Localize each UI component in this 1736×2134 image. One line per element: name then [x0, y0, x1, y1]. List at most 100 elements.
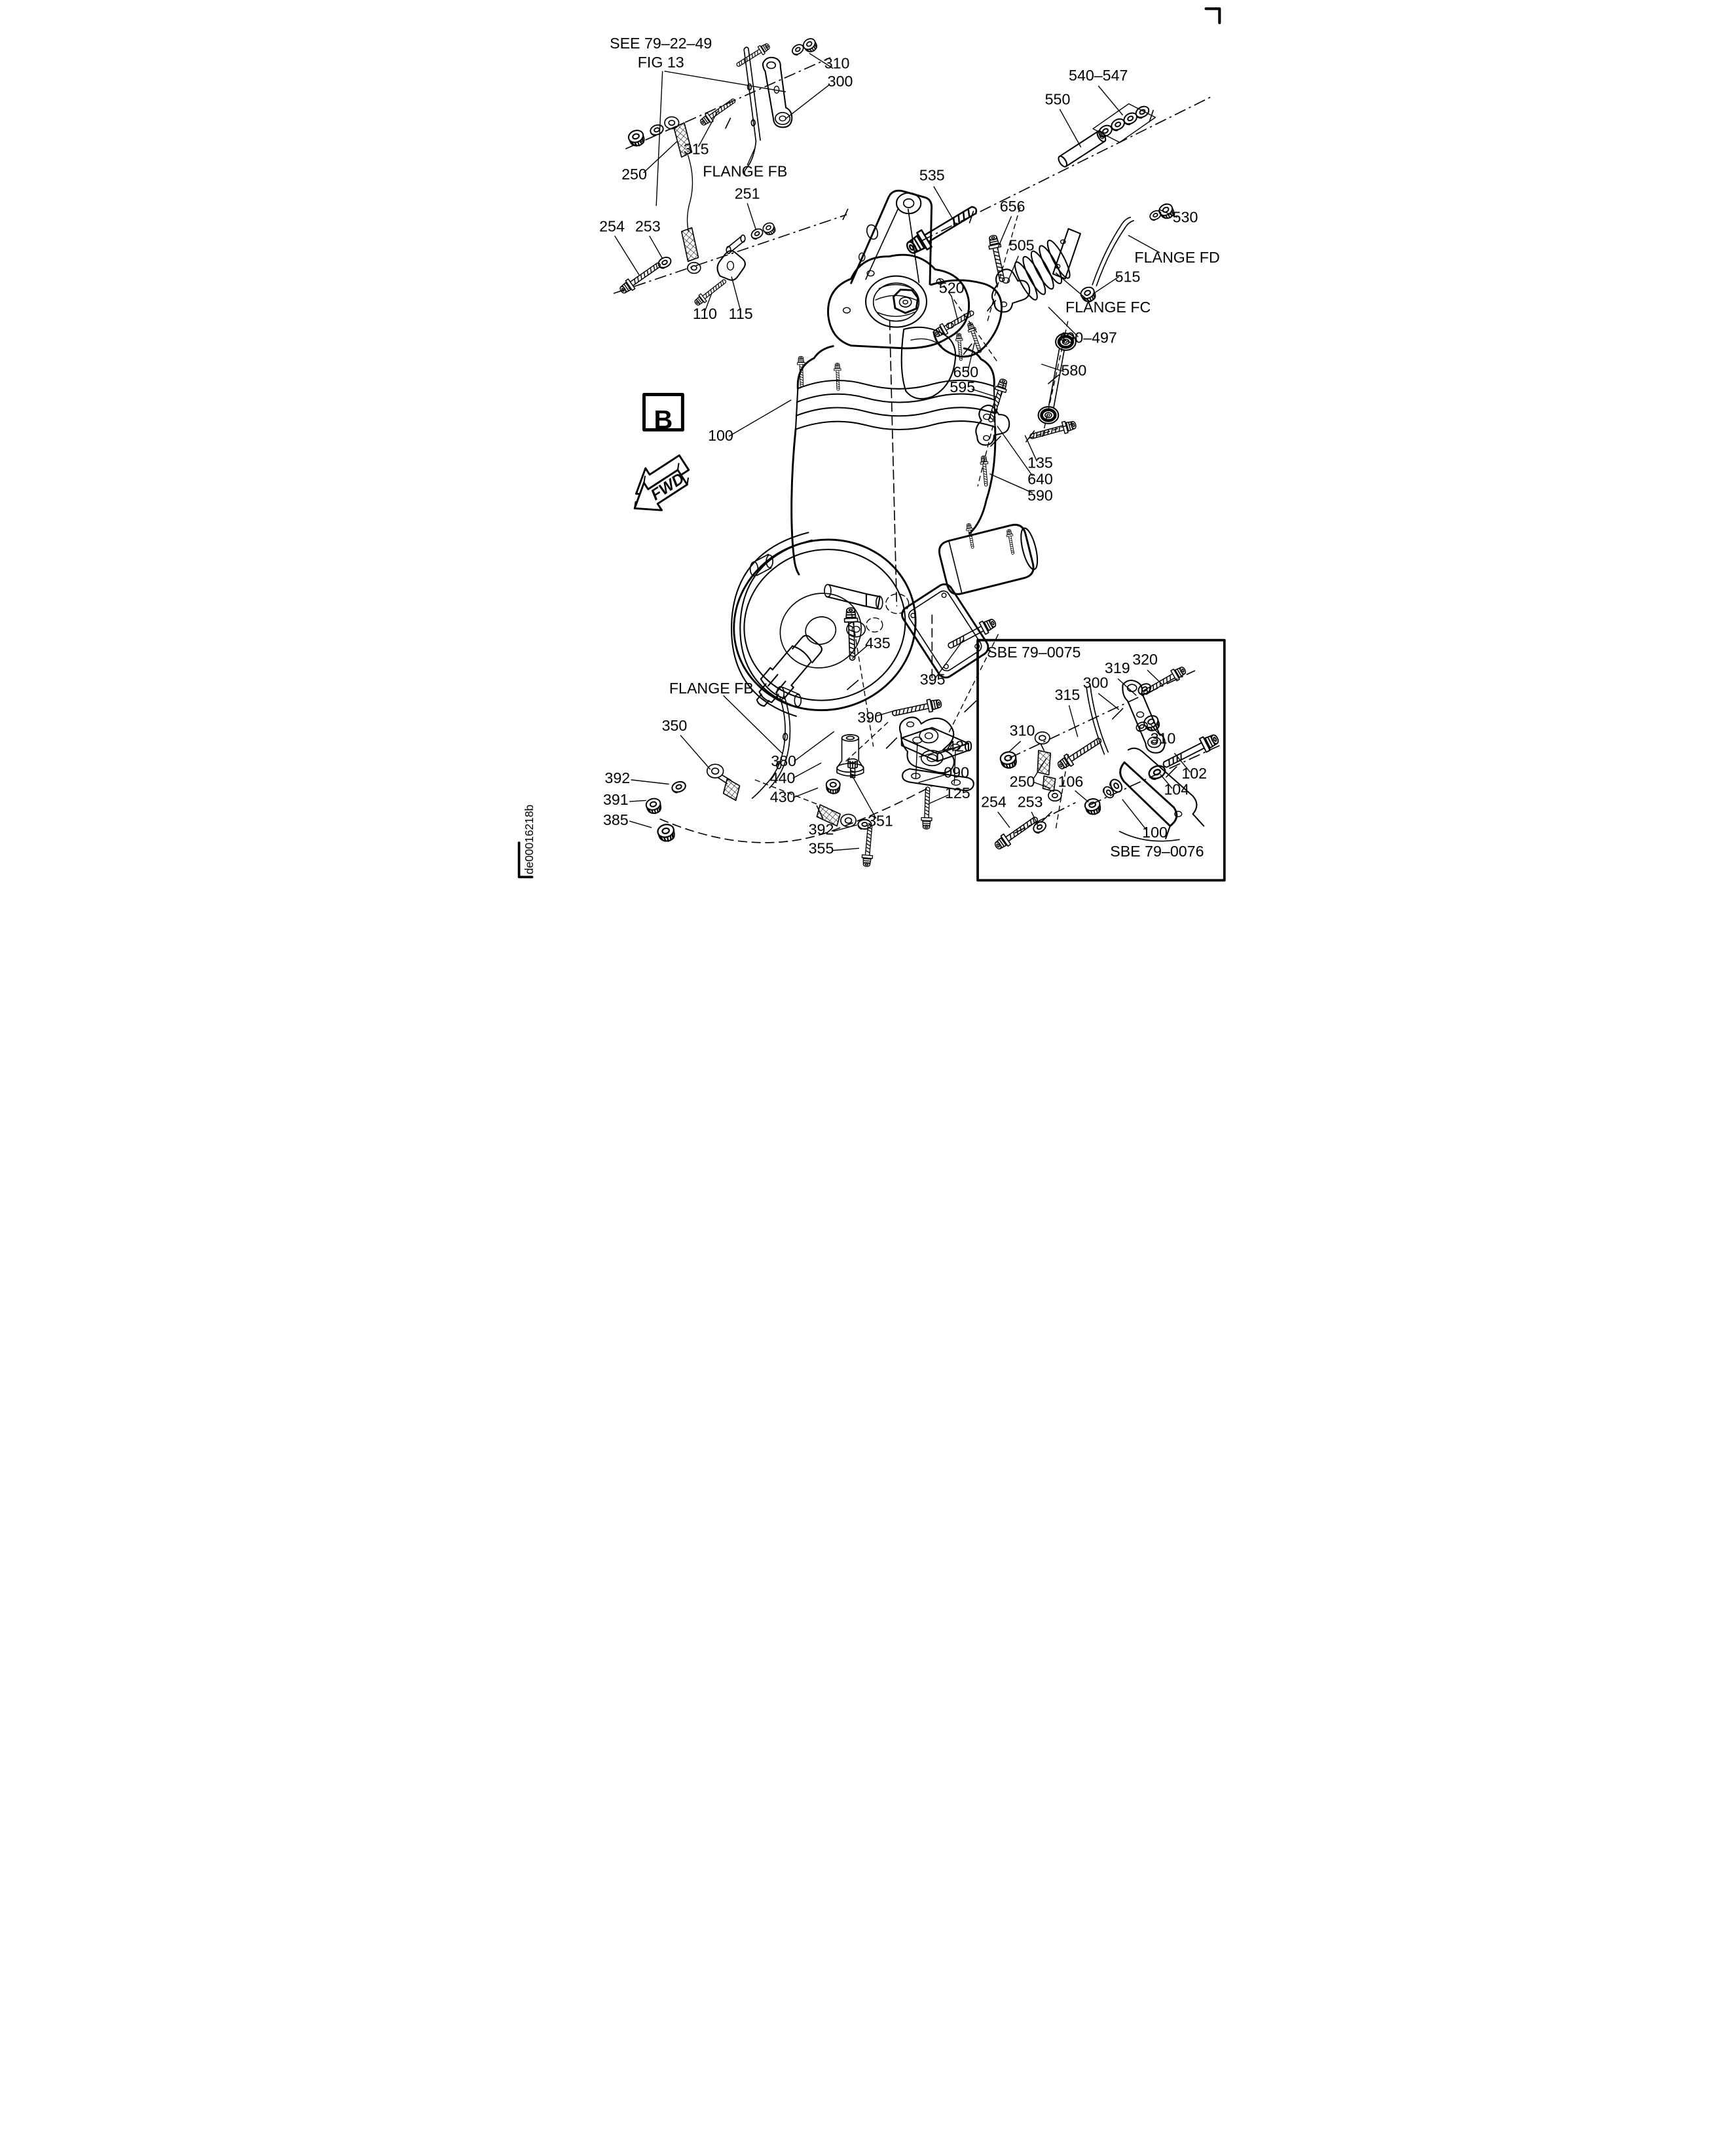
svg-text:B: B	[654, 405, 673, 434]
callout-flange-fb: FLANGE FB	[669, 680, 753, 697]
callout-254: 254	[599, 218, 625, 235]
callout-392: 392	[604, 769, 630, 786]
clamp-505	[991, 268, 1030, 313]
pin-251	[725, 234, 746, 254]
starter-assembly-body	[730, 189, 1038, 717]
stud-351	[847, 758, 858, 779]
mounting-flange-plate	[826, 253, 970, 350]
bolt-535-icon	[902, 199, 982, 259]
callout-253: 253	[1017, 793, 1043, 810]
callout-flange-fc: FLANGE FC	[1065, 299, 1151, 316]
callout-125: 125	[944, 784, 970, 801]
callout-250: 250	[1009, 773, 1035, 790]
body-bolt-icon	[833, 362, 842, 391]
solenoid-bolt-icon	[1005, 528, 1016, 555]
callout-sbe-79-0076: SBE 79–0076	[1110, 843, 1204, 860]
callout-315: 315	[683, 141, 709, 158]
hex-fitting	[823, 583, 909, 638]
bolt-110-icon	[692, 276, 729, 308]
callout-flange-fd: FLANGE FD	[1134, 249, 1219, 266]
callout-420: 420	[947, 738, 972, 755]
upper-left-hardware	[617, 35, 820, 308]
callout-385: 385	[602, 811, 628, 828]
access-cover	[900, 583, 989, 679]
flange-fb-strip-bottom	[751, 695, 790, 799]
callout-380: 380	[771, 752, 796, 769]
callout-flange-fb: FLANGE FB	[703, 163, 787, 180]
callout-110: 110	[692, 305, 716, 322]
callout-392: 392	[808, 821, 834, 838]
callout-see-79-22-49: SEE 79–22–49	[610, 35, 712, 52]
starter-boss-100-inset	[1118, 747, 1204, 842]
callout-300: 300	[827, 73, 853, 90]
bolt-icon	[733, 41, 772, 70]
callout-640: 640	[1027, 470, 1053, 487]
washer-392-icon	[669, 779, 688, 794]
v-band-clamp	[730, 532, 813, 717]
nut-391-icon	[644, 796, 663, 816]
callout-350: 350	[661, 717, 687, 734]
bolt-355-icon	[860, 824, 876, 868]
nut-310-icon	[800, 35, 820, 55]
fwd-arrow: FWD	[633, 454, 690, 511]
callout-550: 550	[1044, 90, 1070, 107]
clevis-640	[974, 404, 1010, 446]
gasket-plate-090	[901, 768, 974, 792]
callout-505: 505	[1008, 237, 1034, 254]
callout-520: 520	[938, 279, 964, 296]
manual-page: de00016218b	[508, 0, 1228, 886]
flange-stack	[794, 345, 996, 430]
callout-sbe-79-0075: SBE 79–0075	[987, 644, 1080, 661]
flange-strip-inset	[1085, 684, 1109, 755]
callout-104: 104	[1164, 781, 1189, 798]
callout-515: 515	[1115, 268, 1140, 285]
axis-lines	[613, 57, 1214, 843]
clip-115	[716, 249, 746, 281]
callout-310: 310	[1009, 722, 1035, 739]
hex-nut-large	[892, 288, 919, 314]
callout-530: 530	[1172, 208, 1198, 225]
upper-right-hardware	[902, 103, 1177, 487]
callout-490-497: 490–497	[1058, 329, 1117, 346]
bottom-hardware	[644, 607, 999, 868]
washer-icon	[648, 122, 665, 138]
isolator-link-580	[1038, 333, 1075, 424]
flange-fb-strip	[743, 46, 761, 177]
heat-shield-490-497	[1014, 228, 1081, 301]
callout-351: 351	[868, 812, 893, 829]
callout-590: 590	[1027, 487, 1053, 504]
callout-250: 250	[621, 166, 647, 183]
callout-540-547: 540–547	[1069, 67, 1128, 84]
callout-580: 580	[1061, 361, 1086, 378]
inset-border	[976, 638, 1226, 882]
callout-595: 595	[950, 378, 975, 396]
callout-320: 320	[1132, 651, 1158, 668]
ring-terminal-braid-bottom	[816, 804, 857, 828]
nut-icon	[625, 128, 647, 149]
callout-254: 254	[981, 793, 1007, 810]
callout-650: 650	[953, 363, 978, 380]
bolt-315-icon	[1054, 733, 1105, 773]
washer-251-icon	[748, 226, 765, 241]
link-plate-300	[762, 56, 792, 128]
leader-lines	[614, 52, 1191, 851]
callout-315: 315	[1054, 686, 1080, 703]
callout-115: 115	[728, 305, 752, 322]
callout-435: 435	[864, 635, 890, 652]
ground-strap-250	[663, 116, 701, 274]
nut-385-icon	[655, 822, 677, 844]
callout-391: 391	[602, 791, 628, 808]
callout-535: 535	[919, 167, 944, 184]
callout-253: 253	[635, 218, 660, 235]
bolt-125-icon	[920, 786, 933, 830]
corner-mark-top-right	[1204, 7, 1221, 24]
nut-430-icon	[825, 779, 841, 795]
ground-strap-250-inset	[1034, 731, 1062, 802]
axis-tick-marks	[724, 109, 1177, 823]
callout-355: 355	[808, 840, 834, 857]
callout-440: 440	[769, 769, 795, 786]
callout-430: 430	[769, 788, 795, 805]
exploded-parts-diagram: de00016218b	[508, 0, 1228, 886]
callout-319: 319	[1104, 659, 1130, 676]
